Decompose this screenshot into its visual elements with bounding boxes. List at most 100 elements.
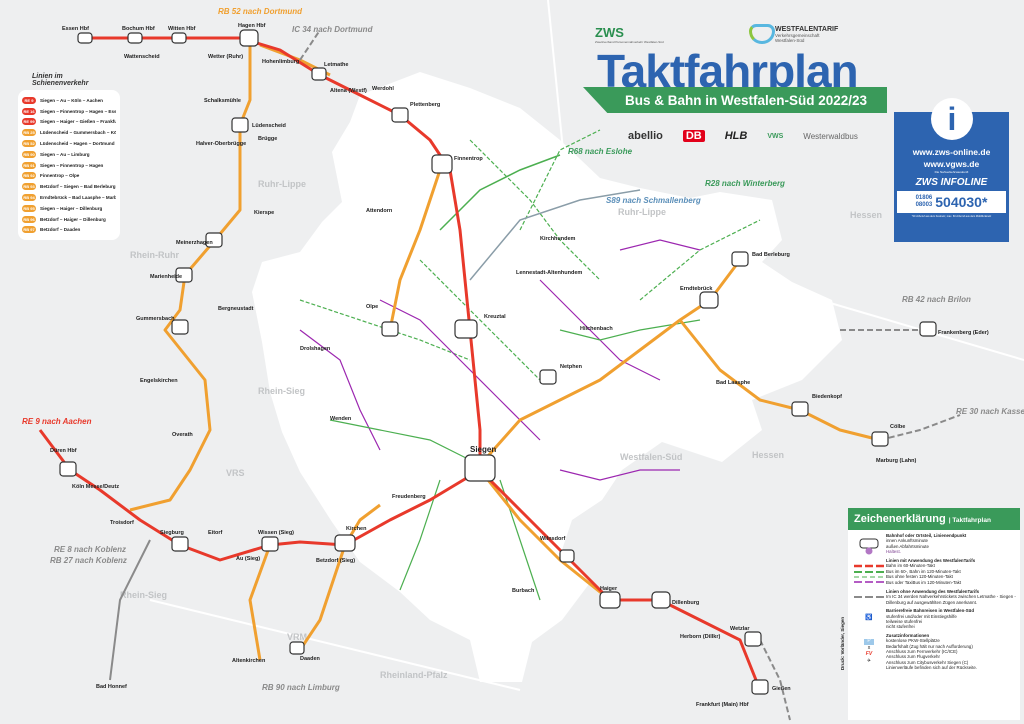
station-label: Kierspe	[254, 210, 274, 216]
station-label: Werdohl	[372, 86, 394, 92]
station-label: Dillenburg	[672, 600, 699, 606]
line-route: Siegen – Finnentrop – Hagen	[40, 162, 104, 168]
line-badge: RE 16	[22, 107, 36, 115]
legend-text: Haltest.	[886, 549, 901, 555]
link-vgws[interactable]: www.vgws.de	[923, 159, 980, 169]
line-types-icon	[854, 564, 884, 583]
zws-logo-sub: Zweckverband Personennahverkehr Westfale…	[595, 40, 664, 44]
region-label: Ruhr-Lippe	[618, 207, 666, 217]
legend-text: Anschluss zum Citybusverkehr Siegen (C)	[886, 659, 969, 665]
legend-row: ♿ Barrierefreie Bahnreisen in Westfalen-…	[852, 608, 1016, 630]
station-label: Kirchhundem	[540, 236, 576, 242]
grey-line-icon	[854, 596, 884, 599]
station-label: Netphen	[560, 364, 583, 370]
heart-icon	[749, 24, 775, 44]
wheelchair-icon: ♿	[865, 615, 873, 622]
station-label: Daaden	[300, 656, 321, 662]
station-label: Bergneustadt	[218, 306, 254, 312]
station-label: Wenden	[330, 416, 352, 422]
line-badge: RB 96	[22, 215, 36, 223]
legend-text: stufenfrei und/oder mit Einstiegshilfe	[886, 613, 957, 619]
station-symbol-icon	[859, 538, 879, 555]
rail-lines-legend-title: Linien im Schienenverkehr	[32, 73, 89, 87]
accessibility-icons: ♿	[852, 608, 886, 630]
station-label: Marburg (Lahn)	[876, 458, 916, 464]
station-label: Schalksmühle	[204, 98, 241, 104]
line-route: Betzdorf – Daaden	[40, 227, 81, 233]
station-label: Wetzlar	[730, 626, 750, 632]
map-legend: Zeichenerklärung | Taktfahrplan Bahnhof …	[848, 508, 1020, 720]
westfalentarif-logo: WESTFALENTARIF Verkehrsgemeinschaft West…	[749, 24, 838, 44]
region-label: VRS	[226, 468, 245, 478]
line-badge: RB 25	[22, 129, 36, 137]
info-box: i www.zws-online.de www.vgws.de Die Nahv…	[894, 98, 1009, 242]
station-label: Wattenscheid	[124, 54, 160, 60]
legend-header: Zeichenerklärung | Taktfahrplan	[848, 508, 1020, 530]
station-label: Overath	[172, 432, 193, 438]
station-label: Olpe	[366, 304, 378, 310]
direction-label: S89 nach Schmallenberg	[606, 196, 701, 205]
region-label: Westfalen-Süd	[620, 452, 682, 462]
region-label: Hessen	[752, 450, 784, 460]
line-route: Siegen – Haiger – Gießen – Frankfurt	[40, 119, 116, 125]
region-label: Hessen	[850, 210, 882, 220]
line-badge: RE 99	[22, 118, 36, 126]
station-label: Hagen Hbf	[238, 23, 266, 29]
legend-text: Bus oder TaxiBus im 120-Minuten-Takt	[886, 579, 962, 585]
long-distance-icon: FV	[865, 651, 873, 658]
legend-text: Im IC 34 werden Nahverkehrstickets zwisc…	[886, 594, 1016, 605]
phone-prefix: 01806	[915, 195, 933, 201]
partner-logo: HLB	[724, 130, 748, 142]
station-label: Siegburg	[160, 530, 184, 536]
station-label: Altenkirchen	[232, 658, 266, 664]
direction-label: R28 nach Winterberg	[705, 179, 785, 188]
rail-line-legend-item: RE 99 Siegen – Haiger – Gießen – Frankfur…	[22, 117, 116, 128]
legend-heading: Zusatzinformationen	[886, 632, 930, 638]
region-label: Rhein-Sieg	[258, 386, 305, 396]
line-route: Siegen – Au – Köln – Aachen	[40, 97, 103, 103]
legend-heading: Linien ohne Anwendung des WestfalenTarif…	[886, 589, 980, 594]
station-label: Biedenkopf	[812, 394, 842, 400]
station-label: Frankfurt (Main) Hbf	[696, 702, 749, 708]
station-label: Lennestadt-Altenhundem	[516, 270, 582, 276]
station-label: Siegen	[470, 445, 496, 454]
station-label: Betzdorf (Sieg)	[316, 558, 355, 564]
rail-line-legend-item: RB 96 Betzdorf – Haiger – Dillenburg	[22, 214, 116, 225]
station-label: Hilchenbach	[580, 326, 613, 332]
direction-label: RE 9 nach Aachen	[22, 417, 92, 426]
phone-prefix: 08003	[915, 202, 933, 208]
line-badge: RB 90	[22, 150, 36, 158]
link-zws-online[interactable]: www.zws-online.de	[912, 147, 991, 157]
station-label: Cölbe	[890, 424, 905, 430]
station-label: Altena (Westf)	[330, 88, 367, 94]
station-label: Haiger	[600, 586, 618, 592]
station-label: Bad Berleburg	[752, 252, 790, 258]
station-label: Letmathe	[324, 62, 348, 68]
infoline-pre: Die Nahverkehrsauskunft	[934, 170, 969, 174]
direction-label: RE 8 nach Koblenz	[54, 545, 126, 554]
direction-label: IC 34 nach Dortmund	[292, 25, 374, 34]
phone-fineprint: *20 ct/Anruf aus dem Festnetz, max. 60 c…	[911, 215, 992, 218]
direction-label: RE 30 nach Kassel	[956, 407, 1024, 416]
station-nodes	[59, 29, 937, 695]
station-label: Freudenberg	[392, 494, 426, 500]
station-label: Herborn (Dillkr)	[680, 634, 721, 640]
region-label: Rheinland-Pfalz	[380, 670, 448, 680]
direction-label: RB 27 nach Koblenz	[50, 556, 127, 565]
station-label: Meinerzhagen	[176, 240, 213, 246]
line-route: Betzdorf – Haiger – Dillenburg	[40, 216, 106, 222]
legend-text: Bedarfshalt (Zug hält nur nach Aufforder…	[886, 643, 973, 649]
line-route: Erndtebrück – Bad Laasphe – Marburg	[40, 195, 116, 201]
legend-text: nicht stufenfrei	[886, 624, 915, 630]
partner-logo: VWS	[767, 132, 784, 140]
legend-heading: Bahnhof oder Ortsteil, Linienendpunkt	[886, 533, 967, 538]
airplane-icon: ✈	[866, 657, 872, 664]
parking-icon: P	[864, 639, 874, 645]
